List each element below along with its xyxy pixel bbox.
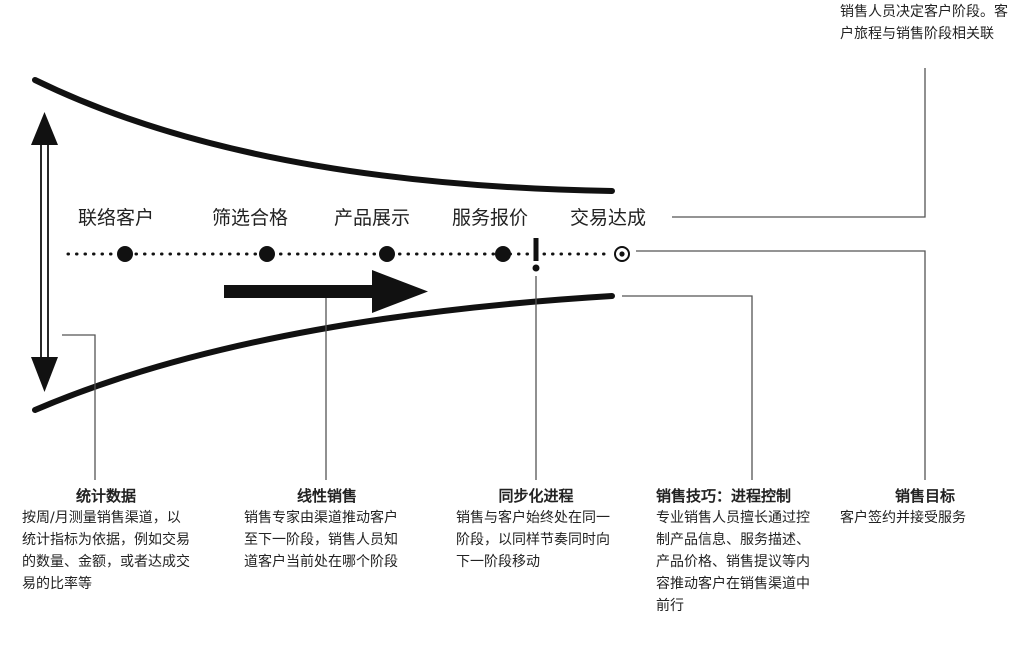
leader-line-control (622, 295, 753, 480)
note-body: 销售专家由渠道推动客户至下一阶段，销售人员知道客户当前处在哪个阶段 (244, 510, 398, 570)
stage-label-present: 产品展示 (334, 207, 411, 229)
note-body: 专业销售人员擅长通过控制产品信息、服务描述、产品价格、销售提议等内容推动客户在销… (656, 510, 810, 614)
note-body: 按周/月测量销售渠道，以统计指标为依据，例如交易的数量、金额，或者达成交易的比率… (22, 510, 190, 592)
stage-label-quote: 服务报价 (452, 207, 529, 229)
note-sync-process: 同步化进程 销售与客户始终处在同一阶段，以同样节奏同时向下一阶段移动 (456, 485, 616, 573)
note-process-control: 销售技巧：进程控制 专业销售人员擅长通过控制产品信息、服务描述、产品价格、销售提… (656, 485, 812, 617)
leader-line-goal (636, 250, 926, 480)
note-title: 销售技巧：进程控制 (656, 487, 792, 505)
double-arrow-icon (31, 112, 58, 392)
stage-label-deal: 交易达成 (570, 207, 647, 229)
note-statistics: 统计数据 按周/月测量销售渠道，以统计指标为依据，例如交易的数量、金额，或者达成… (22, 485, 190, 595)
note-sales-goal: 销售目标 客户签约并接受服务 (840, 485, 1010, 529)
funnel-top-curve (32, 77, 615, 194)
sync-marker-icon (532, 238, 540, 272)
note-customer-journey: 销售人员决定客户阶段。客户旅程与销售阶段相关联 (840, 4, 1008, 42)
note-title: 同步化进程 (498, 487, 574, 505)
note-title: 线性销售 (296, 487, 357, 505)
progress-arrow-icon (224, 270, 428, 313)
note-linear-sales: 线性销售 销售专家由渠道推动客户至下一阶段，销售人员知道客户当前处在哪个阶段 (244, 485, 410, 573)
note-title: 统计数据 (75, 487, 136, 505)
leader-line-top (672, 68, 926, 218)
stage-dot-contact (117, 246, 133, 262)
stage-label-qualify: 筛选合格 (212, 207, 289, 229)
funnel-bottom-curve (32, 293, 615, 413)
stage-dot-qualify (259, 246, 275, 262)
note-body: 销售与客户始终处在同一阶段，以同样节奏同时向下一阶段移动 (456, 510, 610, 570)
stage-dot-present (379, 246, 395, 262)
target-circle-icon (614, 246, 630, 262)
stage-label-contact: 联络客户 (78, 207, 155, 229)
note-title: 销售目标 (894, 487, 955, 505)
note-body: 客户签约并接受服务 (840, 510, 966, 526)
leader-line-stats (62, 334, 96, 480)
stage-dot-quote (495, 246, 511, 262)
